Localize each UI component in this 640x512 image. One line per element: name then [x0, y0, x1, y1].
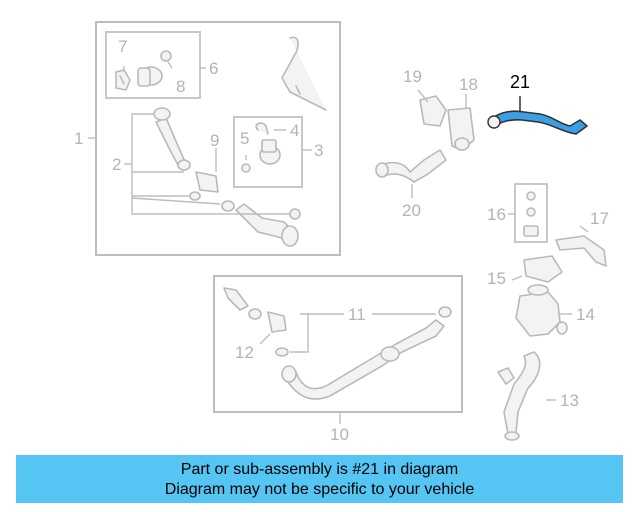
callout-7: 7 — [118, 37, 127, 56]
part-21-hose — [492, 110, 588, 135]
part-5 — [241, 163, 251, 173]
leader-lines — [88, 61, 589, 424]
part-9-fitting — [195, 171, 219, 193]
group-10 — [213, 275, 463, 413]
callout-6: 6 — [209, 59, 218, 78]
part-15 — [523, 255, 563, 283]
callout-11: 11 — [348, 305, 366, 324]
part-13-hose — [503, 351, 541, 435]
part-8-assembly — [137, 50, 172, 87]
callout-1: 1 — [74, 129, 83, 148]
callout-18: 18 — [459, 75, 478, 94]
upper-hose — [155, 117, 187, 166]
part-17 — [555, 235, 607, 267]
part-10-elbow — [223, 287, 249, 311]
parts-diagram: 1 2 3 4 5 6 7 8 9 10 11 12 13 14 15 16 1… — [74, 21, 609, 444]
part-12-fitting — [267, 311, 287, 333]
breather-tube — [281, 36, 327, 111]
part-4-assembly — [255, 122, 281, 165]
callout-8: 8 — [176, 77, 185, 96]
group-1 — [95, 21, 341, 256]
callout-labels: 1 2 3 4 5 6 7 8 9 10 11 12 13 14 15 16 1… — [74, 37, 609, 444]
callout-17: 17 — [590, 209, 609, 228]
banner-line-2: Diagram may not be specific to your vehi… — [164, 481, 475, 498]
group-10-frame — [213, 275, 463, 413]
callout-4: 4 — [290, 121, 299, 140]
right-side-parts — [375, 95, 607, 441]
callout-11-bracket — [290, 313, 436, 353]
callout-20: 20 — [402, 201, 421, 220]
callout-3: 3 — [314, 141, 323, 160]
part-7 — [115, 69, 131, 91]
callout-2: 2 — [112, 155, 121, 174]
callout-13: 13 — [560, 391, 579, 410]
callout-5: 5 — [240, 129, 249, 148]
part-21-end — [487, 115, 501, 129]
part-19 — [419, 95, 447, 127]
long-hose — [283, 319, 445, 400]
subgroup-6-frame — [105, 31, 201, 99]
part-14 — [515, 291, 561, 337]
banner-line-1: Part or sub-assembly is #21 in diagram — [180, 461, 459, 478]
info-banner: Part or sub-assembly is #21 in diagram D… — [16, 455, 623, 503]
part-20-hose — [377, 149, 447, 183]
callout-16: 16 — [487, 205, 506, 224]
callout-10: 10 — [330, 425, 349, 444]
subgroup-3-frame — [233, 116, 303, 188]
callout-9: 9 — [210, 131, 219, 150]
callout-15: 15 — [487, 269, 506, 288]
subgroup-16-frame — [514, 183, 548, 243]
callout-12: 12 — [235, 343, 254, 362]
callout-21: 21 — [510, 72, 530, 92]
callout-19: 19 — [403, 67, 422, 86]
callout-14: 14 — [576, 305, 595, 324]
